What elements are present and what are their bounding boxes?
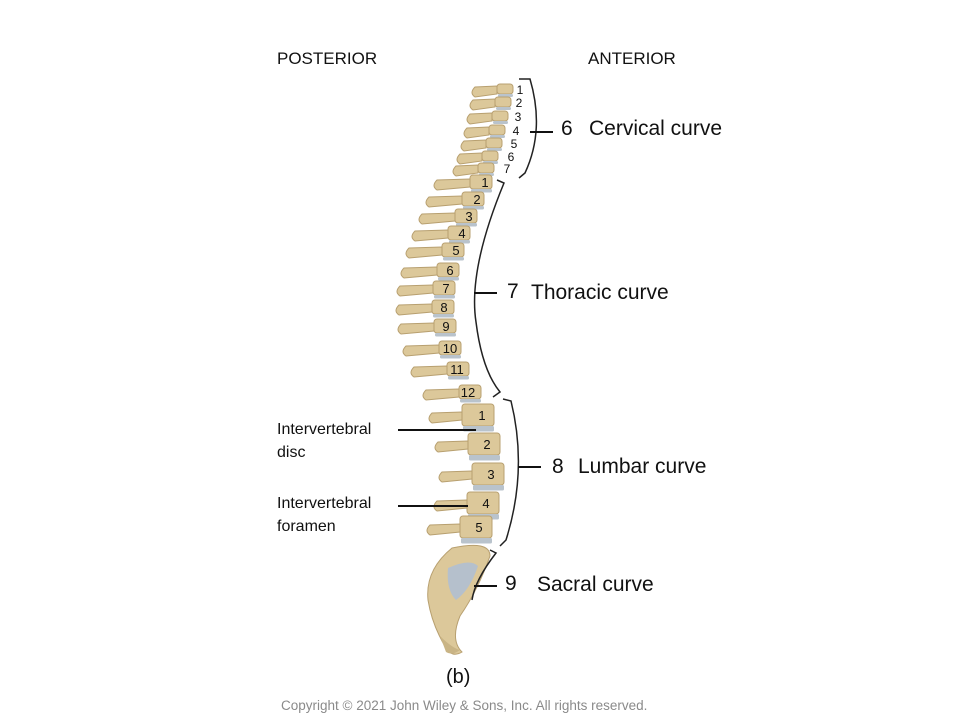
lumbar-vertebra-number-5: 5 xyxy=(475,520,482,535)
intervertebral-foramen-label: Intervertebral foramen xyxy=(277,495,372,535)
cervical-vertebra-number-3: 3 xyxy=(515,110,522,124)
thoracic-spinous-process-11 xyxy=(410,365,448,378)
cervical-curve-label: Cervical curve xyxy=(589,117,723,140)
thoracic-disc-7 xyxy=(434,295,455,299)
lumbar-spinous-process-3 xyxy=(438,470,473,483)
cervical-vertebra-number-2: 2 xyxy=(516,96,523,110)
thoracic-spinous-process-5 xyxy=(405,246,443,259)
spinous-processes xyxy=(395,85,498,536)
thoracic-disc-11 xyxy=(448,376,469,380)
sacral-number: 9 xyxy=(505,572,517,595)
intervertebral-disc-label: Intervertebral disc xyxy=(277,421,372,461)
cervical-number: 6 xyxy=(561,117,573,140)
thoracic-disc-5 xyxy=(443,257,464,261)
thoracic-spinous-process-6 xyxy=(400,266,438,279)
thoracic-vertebra-number-2: 2 xyxy=(473,192,480,207)
thoracic-spinous-process-3 xyxy=(418,212,456,225)
cervical-spinous-process-5 xyxy=(460,139,487,152)
lumbar-disc-2 xyxy=(469,455,500,461)
cervical-disc-5 xyxy=(487,148,502,151)
copyright-notice: Copyright © 2021 John Wiley & Sons, Inc.… xyxy=(281,698,648,713)
cervical-vertebra-7 xyxy=(477,162,495,174)
cervical-disc-1 xyxy=(498,94,513,97)
figure-caption: (b) xyxy=(446,666,471,688)
vertebral-bodies xyxy=(431,83,514,544)
sacrum xyxy=(427,544,491,655)
thoracic-spinous-process-8 xyxy=(395,303,433,316)
lumbar-spinous-process-1 xyxy=(428,411,463,424)
lumbar-curve-label: Lumbar curve xyxy=(578,455,707,478)
cervical-spinous-process-4 xyxy=(463,126,490,139)
cervical-vertebra-4 xyxy=(488,124,506,136)
cervical-vertebra-3 xyxy=(491,110,509,122)
thoracic-spinous-process-7 xyxy=(396,284,434,297)
cervical-vertebra-1 xyxy=(496,83,514,95)
thoracic-spinous-process-9 xyxy=(397,322,435,335)
thoracic-vertebra-number-4: 4 xyxy=(458,226,465,241)
thoracic-vertebra-number-11: 11 xyxy=(450,362,464,377)
lumbar-vertebra-number-3: 3 xyxy=(487,467,494,482)
cervical-vertebra-6 xyxy=(481,150,499,162)
thoracic-vertebra-number-1: 1 xyxy=(481,175,488,190)
cervical-vertebra-5 xyxy=(485,137,503,149)
cervical-spinous-process-2 xyxy=(469,98,496,111)
cervical-spinous-process-1 xyxy=(471,85,498,98)
thoracic-spinous-process-12 xyxy=(422,388,460,401)
thoracic-curve-label: Thoracic curve xyxy=(531,281,669,304)
lumbar-disc-5 xyxy=(461,538,492,544)
thoracic-spinous-process-4 xyxy=(411,229,449,242)
cervical-vertebra-number-7: 7 xyxy=(504,162,511,176)
cervical-vertebra-number-4: 4 xyxy=(513,124,520,138)
cervical-spinous-process-6 xyxy=(456,152,483,165)
thoracic-disc-10 xyxy=(440,355,461,359)
thoracic-vertebra-number-3: 3 xyxy=(465,209,472,224)
cervical-disc-2 xyxy=(496,107,511,110)
posterior-label: POSTERIOR xyxy=(277,49,378,68)
thoracic-vertebra-number-8: 8 xyxy=(440,300,447,315)
cervical-vertebra-number-1: 1 xyxy=(517,83,524,97)
coccyx xyxy=(440,636,460,654)
thoracic-spinous-process-1 xyxy=(433,178,471,191)
cervical-disc-3 xyxy=(493,121,508,124)
lumbar-vertebra-number-1: 1 xyxy=(478,408,485,423)
thoracic-vertebra-number-9: 9 xyxy=(442,319,449,334)
sacrum-auricular-surface xyxy=(447,562,478,600)
thoracic-vertebra-number-5: 5 xyxy=(452,243,459,258)
cervical-spinous-process-3 xyxy=(466,112,493,125)
thoracic-disc-12 xyxy=(460,399,481,403)
lumbar-disc-3 xyxy=(473,485,504,491)
thoracic-vertebra-number-7: 7 xyxy=(442,281,449,296)
cervical-bracket xyxy=(518,78,538,179)
lumbar-spinous-process-2 xyxy=(434,440,469,453)
thoracic-vertebra-number-6: 6 xyxy=(446,263,453,278)
thoracic-vertebra-number-12: 12 xyxy=(461,385,475,400)
sacral-bracket xyxy=(471,549,498,601)
cervical-spinous-process-7 xyxy=(452,164,479,177)
thoracic-bracket xyxy=(473,179,505,398)
lumbar-bracket xyxy=(499,398,520,547)
lumbar-spinous-process-5 xyxy=(426,523,461,536)
thoracic-disc-8 xyxy=(433,314,454,318)
thoracic-disc-6 xyxy=(438,277,459,281)
thoracic-spinous-process-2 xyxy=(425,195,463,208)
lumbar-vertebra-number-2: 2 xyxy=(483,437,490,452)
cervical-vertebra-number-5: 5 xyxy=(511,137,518,151)
lumbar-number: 8 xyxy=(552,455,564,478)
lumbar-vertebra-number-4: 4 xyxy=(482,496,489,511)
cervical-vertebra-2 xyxy=(494,96,512,108)
thoracic-spinous-process-10 xyxy=(402,344,440,357)
anterior-label: ANTERIOR xyxy=(588,49,676,68)
sacral-curve-label: Sacral curve xyxy=(537,573,654,596)
thoracic-vertebra-number-10: 10 xyxy=(443,341,457,356)
thoracic-disc-9 xyxy=(435,333,456,337)
thoracic-number: 7 xyxy=(507,280,519,303)
cervical-disc-4 xyxy=(490,135,505,138)
cervical-vertebra-number-6: 6 xyxy=(508,150,515,164)
